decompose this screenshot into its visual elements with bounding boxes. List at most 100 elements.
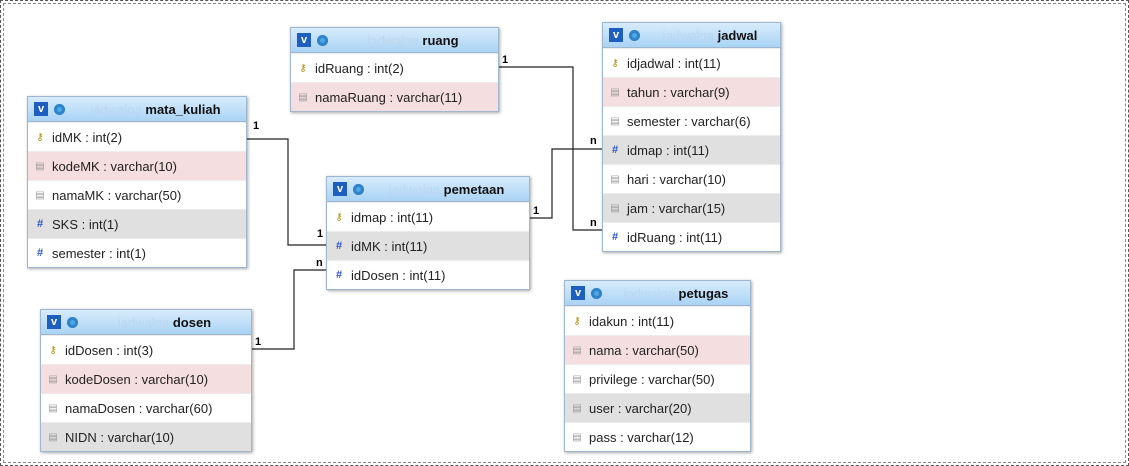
- column-row[interactable]: #idRuang : int(11): [603, 222, 780, 251]
- column-definition: user : varchar(20): [589, 400, 692, 416]
- text-field-icon: ▤: [610, 115, 620, 127]
- column-row[interactable]: ▤ jam : varchar(15): [603, 193, 780, 222]
- column-row[interactable]: ▤ semester : varchar(6): [603, 106, 780, 135]
- column-row[interactable]: # idMK : int(11): [327, 231, 529, 260]
- collapse-toggle-icon[interactable]: v: [297, 33, 311, 47]
- column-row[interactable]: ⚷ idakun : int(11): [565, 306, 750, 335]
- column-row[interactable]: #idmap : int(11): [603, 135, 780, 164]
- column-row[interactable]: #SKS : int(1): [28, 209, 246, 238]
- column-definition: namaMK : varchar(50): [52, 187, 182, 203]
- column-definition: namaRuang : varchar(11): [315, 89, 463, 105]
- table-pemetaan[interactable]: v jadwalga pemetaan ⚷idmap : int(11) # idMK …: [326, 176, 530, 290]
- column-row[interactable]: ▤user : varchar(20): [565, 393, 750, 422]
- column-row[interactable]: ⚷ idDosen : int(3): [41, 335, 251, 364]
- column-definition: namaDosen : varchar(60): [65, 400, 213, 416]
- collapse-toggle-icon[interactable]: v: [34, 102, 48, 116]
- text-field-icon: ▤: [48, 431, 58, 443]
- column-definition: jam : varchar(15): [627, 200, 726, 216]
- gear-icon[interactable]: [67, 316, 78, 328]
- database-name: jadwalga: [90, 101, 142, 117]
- hash-icon: #: [36, 247, 44, 259]
- column-row[interactable]: ▤NIDN : varchar(10): [41, 422, 251, 451]
- gear-icon[interactable]: [353, 183, 364, 195]
- column-definition: idjadwal : int(11): [627, 55, 721, 71]
- text-field-icon: ▤: [610, 202, 620, 214]
- column-row[interactable]: ▤privilege : varchar(50): [565, 364, 750, 393]
- column-definition: semester : varchar(6): [627, 113, 751, 129]
- table-title: jadwalga petugas: [602, 286, 750, 301]
- cardinality-label: n: [590, 135, 597, 147]
- cardinality-label: 1: [502, 54, 509, 66]
- database-name: jadwalga: [662, 27, 714, 43]
- table-title: jadwalga ruang: [328, 33, 498, 48]
- key-icon: ⚷: [36, 131, 44, 143]
- table-name: petugas: [678, 285, 729, 301]
- column-row[interactable]: ▤pass : varchar(12): [565, 422, 750, 451]
- collapse-toggle-icon[interactable]: v: [47, 315, 61, 329]
- table-name: jadwal: [717, 27, 758, 43]
- table-petugas[interactable]: v jadwalga petugas ⚷ idakun : int(11) ▤ nama …: [564, 280, 751, 452]
- table-header[interactable]: v jadwalga jadwal: [603, 23, 780, 48]
- column-row[interactable]: ⚷idRuang : int(2): [291, 53, 498, 82]
- key-icon: ⚷: [49, 344, 57, 356]
- gear-icon[interactable]: [317, 34, 328, 46]
- column-row[interactable]: ▤ namaRuang : varchar(11): [291, 82, 498, 111]
- column-definition: idMK : int(11): [351, 238, 428, 254]
- column-row[interactable]: ▤ nama : varchar(50): [565, 335, 750, 364]
- column-row[interactable]: ▤ namaDosen : varchar(60): [41, 393, 251, 422]
- gear-icon[interactable]: [591, 287, 602, 299]
- column-definition: idakun : int(11): [589, 313, 675, 329]
- database-name: jadwalga: [623, 285, 675, 301]
- column-row[interactable]: ▤ tahun : varchar(9): [603, 77, 780, 106]
- text-field-icon: ▤: [610, 86, 620, 98]
- gear-icon[interactable]: [54, 103, 65, 115]
- text-field-icon: ▤: [298, 91, 308, 103]
- column-row[interactable]: ⚷idjadwal : int(11): [603, 48, 780, 77]
- database-name: jadwalga: [117, 314, 170, 330]
- column-definition: idDosen : int(3): [65, 342, 154, 358]
- column-row[interactable]: ▤kodeDosen : varchar(10): [41, 364, 251, 393]
- table-name: ruang: [422, 32, 459, 48]
- column-row[interactable]: #idDosen : int(11): [327, 260, 529, 289]
- column-definition: idDosen : int(11): [351, 267, 446, 283]
- column-definition: kodeMK : varchar(10): [52, 158, 177, 174]
- column-row[interactable]: ⚷idmap : int(11): [327, 202, 529, 231]
- text-field-icon: ▤: [48, 402, 58, 414]
- collapse-toggle-icon[interactable]: v: [333, 182, 347, 196]
- cardinality-label: n: [590, 217, 597, 229]
- column-definition: idmap : int(11): [351, 209, 434, 225]
- text-field-icon: ▤: [572, 431, 582, 443]
- column-row[interactable]: ▤kodeMK : varchar(10): [28, 151, 246, 180]
- table-header[interactable]: v jadwalga ruang: [291, 28, 498, 53]
- key-icon: ⚷: [299, 62, 307, 74]
- database-name: jadwalga: [388, 181, 440, 197]
- column-row[interactable]: #semester : int(1): [28, 238, 246, 267]
- table-ruang[interactable]: v jadwalga ruang ⚷idRuang : int(2) ▤ namaRua…: [290, 27, 499, 112]
- collapse-toggle-icon[interactable]: v: [571, 286, 585, 300]
- cardinality-label: 1: [533, 205, 540, 217]
- column-row[interactable]: ▤namaMK : varchar(50): [28, 180, 246, 209]
- text-field-icon: ▤: [572, 344, 582, 356]
- table-title: jadwalga pemetaan: [364, 182, 529, 197]
- column-definition: nama : varchar(50): [589, 342, 699, 358]
- column-row[interactable]: ⚷idMK : int(2): [28, 122, 246, 151]
- key-icon: ⚷: [573, 315, 581, 327]
- table-name: pemetaan: [443, 181, 505, 197]
- column-definition: tahun : varchar(9): [627, 84, 730, 100]
- hash-icon: #: [335, 240, 343, 252]
- database-name: jadwalga: [367, 32, 419, 48]
- table-title: jadwalga jadwal: [640, 28, 780, 43]
- cardinality-label: 1: [255, 336, 262, 348]
- gear-icon[interactable]: [629, 29, 640, 41]
- table-header[interactable]: v jadwalga petugas: [565, 281, 750, 306]
- table-header[interactable]: v jadwalga pemetaan: [327, 177, 529, 202]
- cardinality-label: n: [316, 257, 323, 269]
- table-jadwal[interactable]: v jadwalga jadwal ⚷idjadwal : int(11) ▤ tahu…: [602, 22, 781, 252]
- collapse-toggle-icon[interactable]: v: [609, 28, 623, 42]
- column-row[interactable]: ▤hari : varchar(10): [603, 164, 780, 193]
